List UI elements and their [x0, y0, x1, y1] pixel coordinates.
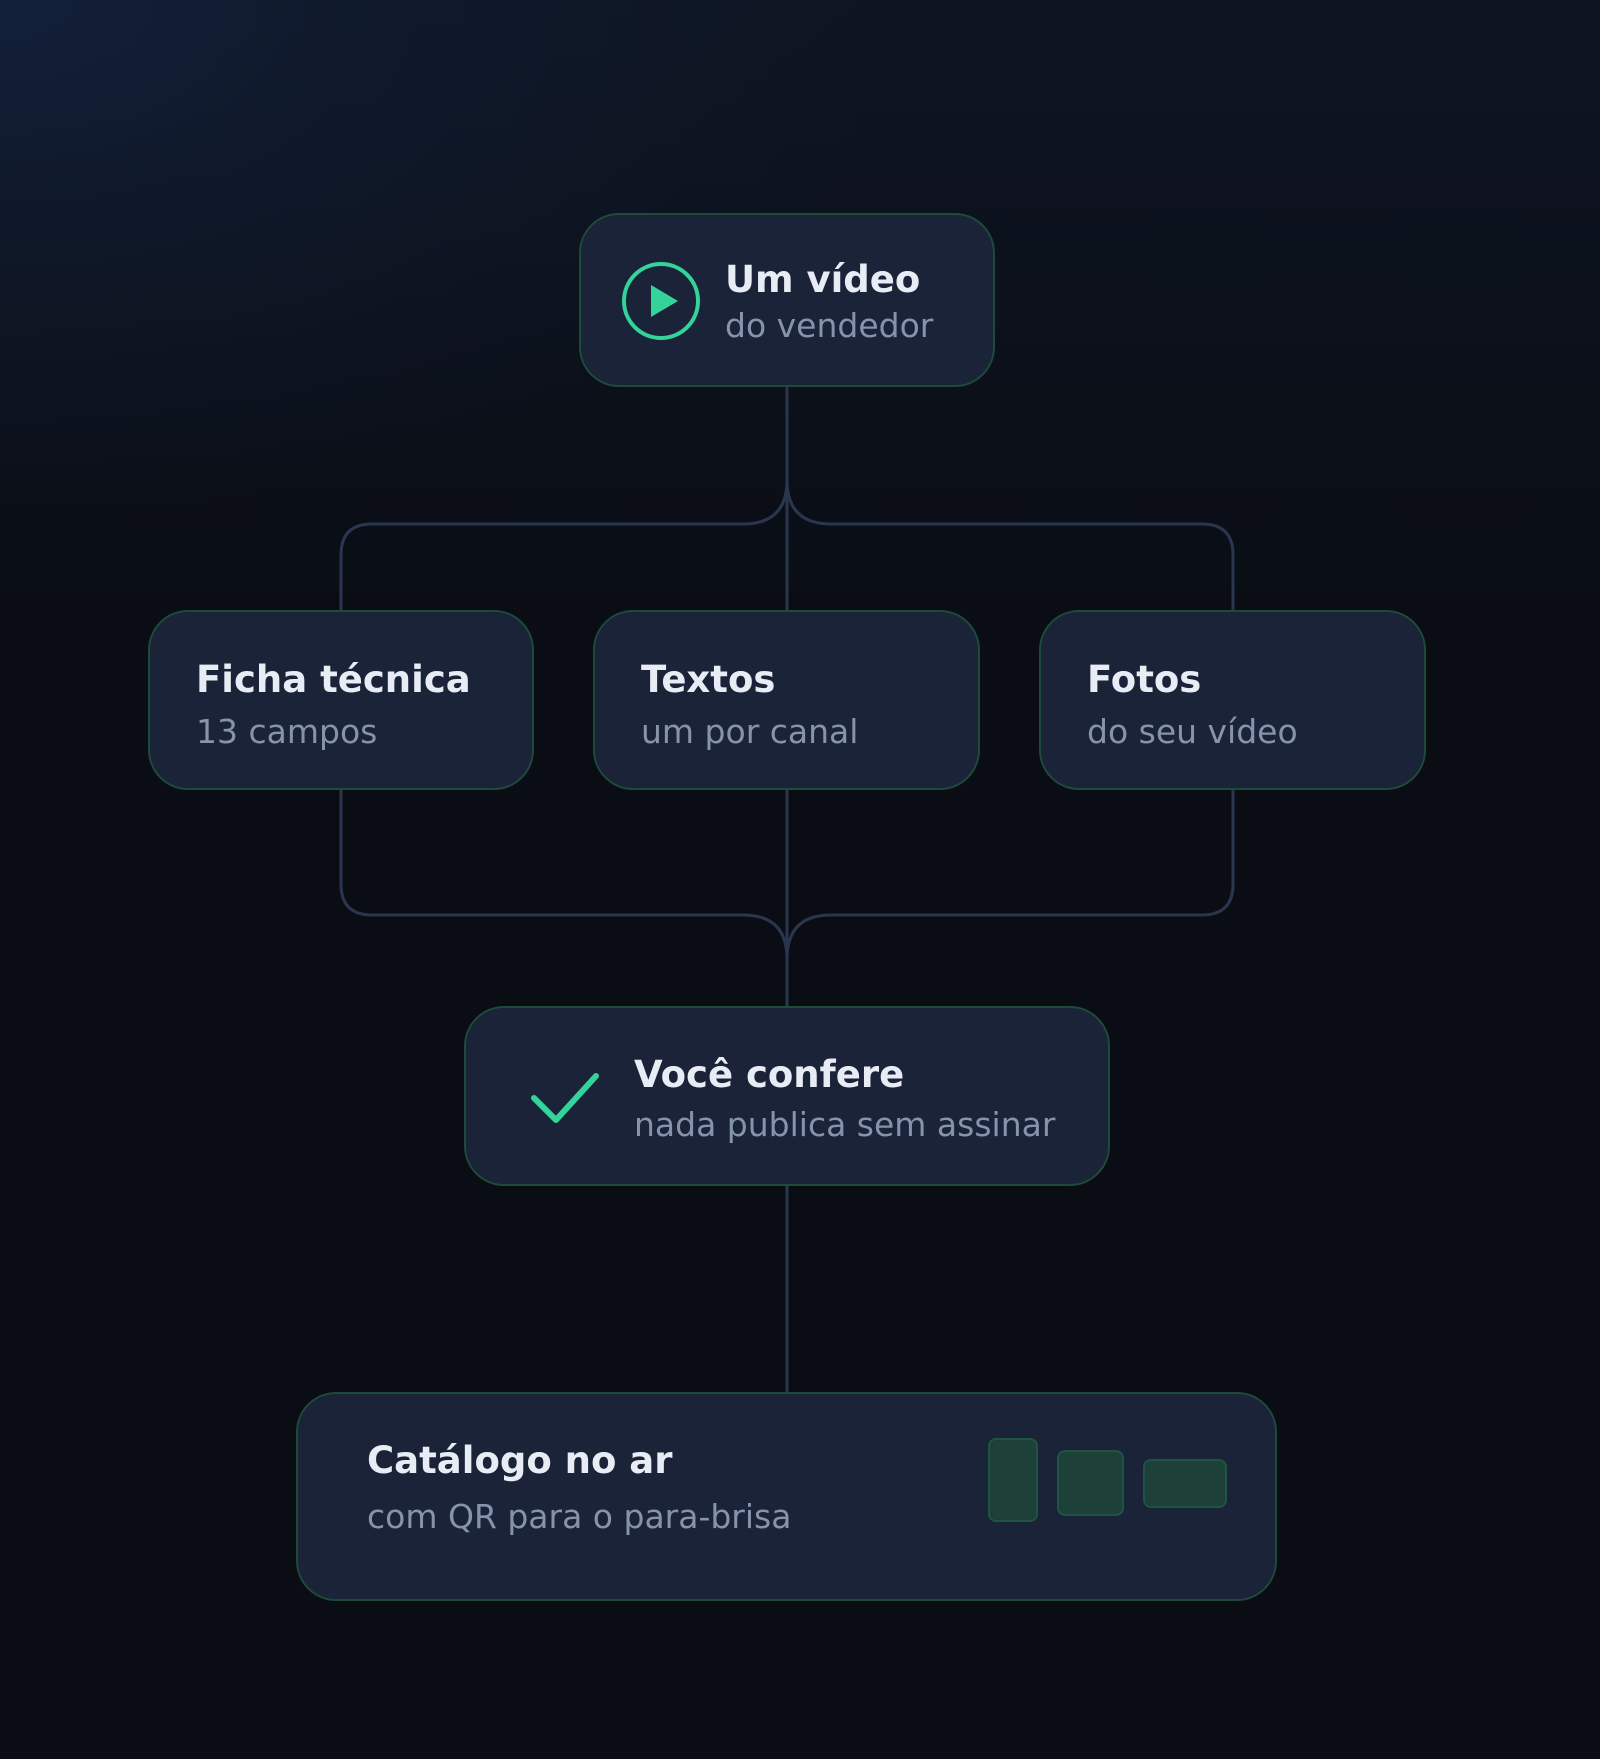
output-title: Textos	[641, 658, 776, 701]
connector-source-to-ficha	[339, 478, 789, 614]
play-circle-icon	[621, 261, 701, 341]
output-subtitle: do seu vídeo	[1087, 712, 1298, 751]
checkmark-icon	[530, 1070, 600, 1126]
connector-ficha-to-review	[339, 788, 789, 961]
desktop-thumbnail	[1143, 1459, 1227, 1508]
phone-thumbnail	[988, 1438, 1038, 1522]
connector-fotos-to-review	[785, 788, 1235, 961]
review-title: Você confere	[634, 1053, 905, 1096]
review-subtitle: nada publica sem assinar	[634, 1105, 1056, 1144]
result-title: Catálogo no ar	[367, 1439, 673, 1482]
result-node: Catálogo no ar com QR para o para-brisa	[296, 1392, 1277, 1601]
tablet-thumbnail	[1057, 1450, 1124, 1516]
output-subtitle: 13 campos	[196, 712, 378, 751]
output-node-ficha-tecnica: Ficha técnica 13 campos	[148, 610, 534, 790]
source-title: Um vídeo	[725, 258, 921, 301]
result-subtitle: com QR para o para-brisa	[367, 1497, 792, 1536]
device-thumbnails-icon	[988, 1438, 1228, 1528]
output-title: Ficha técnica	[196, 658, 471, 701]
connector-source-to-fotos	[785, 478, 1235, 614]
review-node: Você confere nada publica sem assinar	[464, 1006, 1110, 1186]
source-node: Um vídeo do vendedor	[579, 213, 995, 387]
output-subtitle: um por canal	[641, 712, 859, 751]
source-subtitle: do vendedor	[725, 306, 934, 345]
output-title: Fotos	[1087, 658, 1202, 701]
output-node-textos: Textos um por canal	[593, 610, 980, 790]
output-node-fotos: Fotos do seu vídeo	[1039, 610, 1426, 790]
